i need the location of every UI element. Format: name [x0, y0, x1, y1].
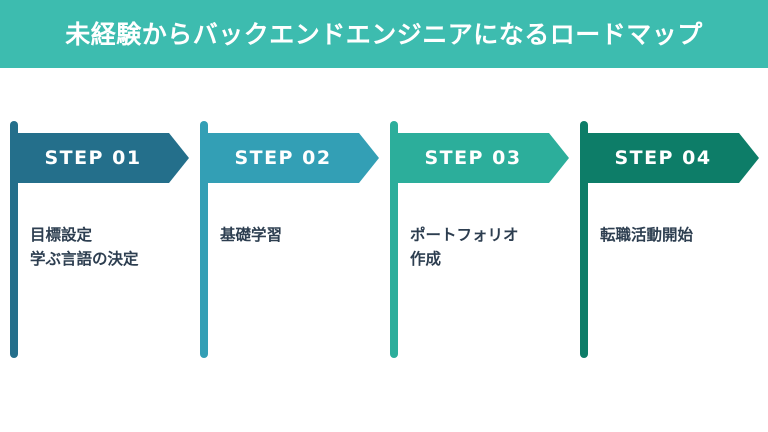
step-banner-1[interactable]: STEP 01 [17, 133, 189, 183]
arrow-banner-shape-icon [397, 133, 569, 183]
step-pole-3 [390, 121, 398, 358]
step-description-2: 基礎学習 [220, 223, 378, 247]
header-band: 未経験からバックエンドエンジニアになるロードマップ [0, 0, 768, 68]
step-description-4: 転職活動開始 [600, 223, 758, 247]
step-description-line: 基礎学習 [220, 226, 283, 244]
step-description-line: 作成 [410, 250, 442, 269]
steps-container: STEP 01 目標設定 学ぶ言語の決定 STEP 02 基礎学習 [0, 68, 768, 432]
step-pole-4 [580, 121, 588, 358]
step-pole-2 [200, 121, 208, 358]
step-description-line: 転職活動開始 [600, 226, 694, 244]
step-banner-4[interactable]: STEP 04 [587, 133, 759, 183]
arrow-banner-shape-icon [207, 133, 379, 183]
step-item-1[interactable]: STEP 01 目標設定 学ぶ言語の決定 [0, 68, 190, 432]
step-banner-2[interactable]: STEP 02 [207, 133, 379, 183]
step-description-3: ポートフォリオ 作成 [410, 223, 568, 271]
step-banner-3[interactable]: STEP 03 [397, 133, 569, 183]
step-description-line: 学ぶ言語の決定 [30, 250, 139, 269]
page-title: 未経験からバックエンドエンジニアになるロードマップ [65, 19, 703, 49]
step-item-3[interactable]: STEP 03 ポートフォリオ 作成 [380, 68, 570, 432]
step-description-line: 目標設定 [30, 226, 93, 244]
step-description-1: 目標設定 学ぶ言語の決定 [30, 223, 188, 271]
arrow-banner-shape-icon [587, 133, 759, 183]
step-description-line: ポートフォリオ [410, 226, 519, 244]
arrow-banner-shape-icon [17, 133, 189, 183]
step-pole-1 [10, 121, 18, 358]
step-item-2[interactable]: STEP 02 基礎学習 [190, 68, 380, 432]
step-item-4[interactable]: STEP 04 転職活動開始 [570, 68, 760, 432]
